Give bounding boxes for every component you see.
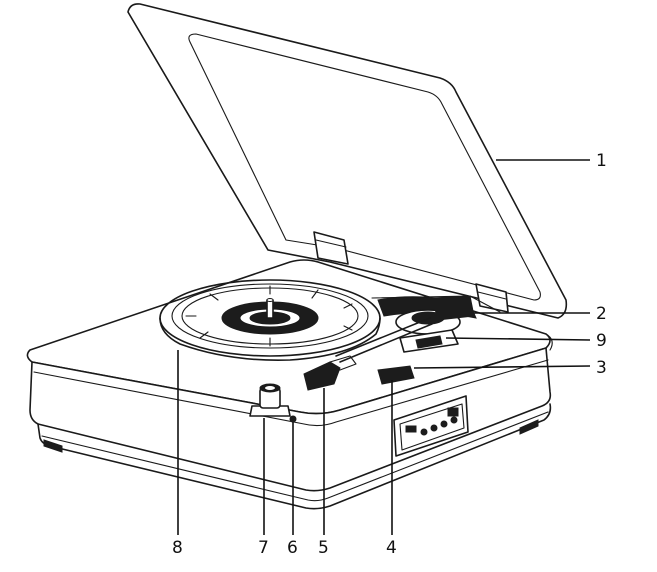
callout-6: 6 <box>287 538 298 558</box>
callout-4: 4 <box>386 538 397 558</box>
tonearm-assembly <box>303 295 475 391</box>
callout-3: 3 <box>596 358 607 378</box>
callout-9: 9 <box>596 331 607 351</box>
lid <box>127 3 568 319</box>
callout-7: 7 <box>258 538 269 558</box>
leader-lines <box>177 159 591 535</box>
callout-labels: 1 2 9 3 8 7 6 5 4 <box>172 151 607 558</box>
power-indicator-led <box>289 415 297 423</box>
platter <box>159 279 381 361</box>
front-control-panel <box>393 395 469 457</box>
callout-2: 2 <box>596 304 607 324</box>
callout-5: 5 <box>318 538 329 558</box>
hinges <box>313 231 509 313</box>
volume-knob <box>249 383 291 417</box>
callout-1: 1 <box>596 151 607 171</box>
callout-8: 8 <box>172 538 183 558</box>
